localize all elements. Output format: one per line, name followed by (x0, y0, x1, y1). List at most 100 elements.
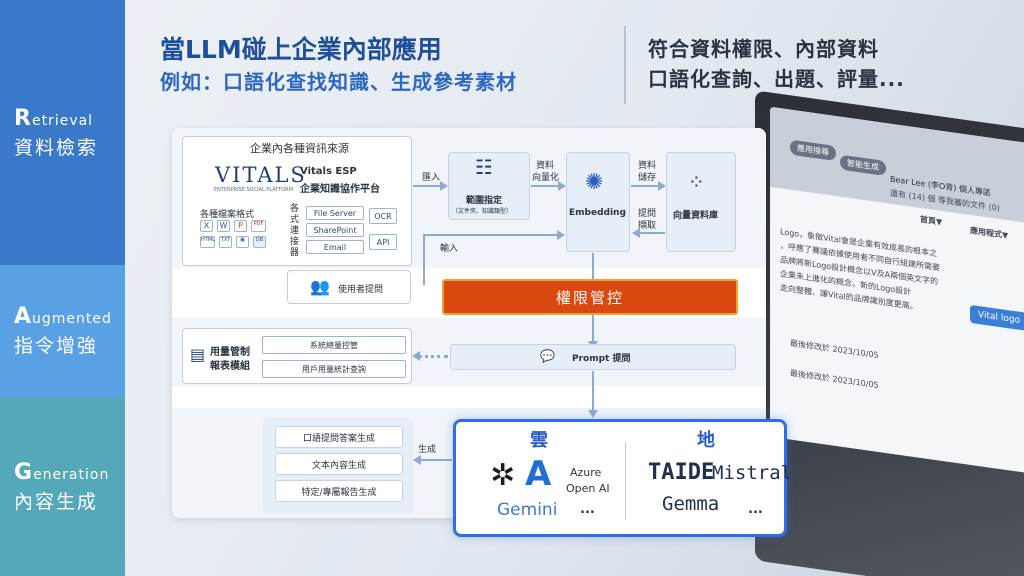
vector-db-label: 向量資料庫 (673, 211, 719, 221)
openai-logo-icon: ✲ (490, 458, 516, 493)
rag-generation: Generation 內容生成 (0, 397, 125, 576)
network-icon: ✺ (585, 170, 604, 195)
rag-sidebar: Retrieval 資料檢索 Augmented 指令增強 Generation… (0, 0, 125, 576)
arrow-store (631, 185, 659, 187)
rag-initial: A (14, 304, 33, 329)
arrow-head (632, 228, 640, 238)
connector-ocr: OCR (369, 208, 397, 224)
user-question-label: 使用者提問 (338, 285, 384, 295)
arrow-usage-dotted (418, 355, 448, 358)
arrow-query (640, 232, 665, 234)
rag-initial: R (14, 105, 32, 131)
arrow-input-vertical (423, 235, 425, 285)
connector-email: Email (306, 240, 364, 254)
azure-logo-icon: A (525, 454, 552, 494)
gen-item: 特定/專屬報告生成 (275, 480, 403, 502)
generate-label: 生成 (418, 445, 437, 455)
database-icon: DB (253, 236, 266, 248)
vitals-name: Vitals ESP (300, 166, 357, 177)
rag-initial: G (14, 459, 34, 485)
prompt-label: Prompt 提問 (572, 354, 631, 364)
vectorize-label: 資料 (536, 161, 555, 171)
gemini-logo: Gemini (497, 500, 558, 520)
scope-sub: （文件夾、知識類型） (452, 208, 513, 215)
image-icon: ▣ (236, 236, 249, 248)
arrow-head (558, 181, 566, 191)
connector-sharepoint: SharePoint (306, 223, 364, 237)
excel-icon: X (200, 220, 213, 232)
usage-title: 報表模組 (210, 361, 250, 372)
arrow-generate (420, 459, 452, 461)
rag-augmented: Augmented 指令增強 (0, 265, 125, 397)
header-note: 符合資料權限、內部資料 口語化查詢、出題、評量... (648, 34, 905, 94)
embedding-box (566, 152, 630, 252)
llm-divider (625, 442, 626, 520)
arrow-head (588, 410, 598, 418)
page-title: 當LLM碰上企業內部應用 (160, 35, 442, 64)
header-note-line: 符合資料權限、內部資料 (648, 37, 879, 61)
local-model: Mistral (712, 462, 793, 484)
vitals-name-zh: 企業知識協作平台 (300, 184, 380, 195)
usage-title: 用量管制 (210, 347, 250, 358)
rag-zh: 內容生成 (14, 490, 99, 513)
taide-logo: TAIDE (648, 460, 715, 485)
scatter-chart-icon: ⁘ (688, 170, 705, 194)
rag-rest: etrieval (31, 112, 94, 129)
vitals-tag: ENTERPRISE SOCIAL PLATFORM (214, 187, 293, 193)
local-model: Gemma (662, 493, 720, 515)
screen-date: 最後修改於 2023/10/05 (790, 368, 879, 391)
rag-rest: ugmented (32, 311, 112, 327)
arrow-vectorize (531, 185, 559, 187)
local-more: ... (748, 502, 763, 517)
scope-box (448, 152, 530, 220)
arrow-down-llm (592, 371, 594, 413)
vector-db-box (666, 152, 736, 252)
cloud-model: Open AI (566, 482, 610, 495)
file-formats-label: 各種檔案格式 (200, 210, 255, 220)
file-icons: X W P PDF HTML TXT ▣ DB (200, 220, 285, 262)
sources-title: 企業內各種資訊來源 (250, 142, 349, 155)
query-label: 提問 (638, 209, 657, 219)
screen-nav-apps[interactable]: 應用程式▼ (970, 225, 1009, 241)
permission-control: 權限管控 (442, 279, 738, 315)
cloud-more: ... (580, 502, 595, 517)
import-label: 匯入 (422, 173, 441, 183)
arrow-head (658, 181, 666, 191)
embedding-label: Embedding (569, 208, 626, 218)
word-icon: W (217, 220, 230, 232)
ppt-icon: P (234, 220, 247, 232)
connector-label: 各式連接器 (290, 204, 300, 258)
vectorize-label: 向量化 (532, 173, 560, 183)
prompt-box (450, 344, 736, 370)
local-title: 地 (697, 430, 715, 451)
arrow-head (412, 351, 420, 361)
llm-panel (453, 419, 787, 537)
chat-icon: 💬 (540, 349, 555, 363)
arrow-head (557, 230, 565, 240)
arrow-head (413, 455, 421, 465)
rag-retrieval: Retrieval 資料檢索 (0, 0, 125, 265)
cloud-model: Azure (570, 466, 602, 479)
chart-icon: ▤ (190, 345, 206, 364)
rag-rest: eneration (33, 466, 110, 483)
screen-badge[interactable]: Vital logo (970, 304, 1024, 332)
header-note-line: 口語化查詢、出題、評量... (648, 67, 905, 91)
input-label: 輸入 (440, 244, 459, 254)
screen-date: 最後修改於 2023/10/05 (790, 338, 879, 361)
scope-title: 範圍指定 (466, 196, 503, 206)
gen-item: 文本內容生成 (275, 453, 403, 475)
checklist-gear-icon: ☷ (475, 155, 493, 179)
connector-api: API (369, 234, 397, 250)
gen-item: 口語提問答案生成 (275, 426, 403, 448)
store-label: 資料 (638, 161, 657, 171)
rag-zh: 資料檢索 (14, 136, 99, 159)
query-label: 擷取 (638, 221, 657, 231)
cloud-title: 雲 (530, 430, 548, 451)
header-divider (624, 26, 626, 104)
usage-item: 系統總量控管 (262, 336, 406, 354)
arrow-import (413, 185, 441, 187)
usage-item: 用戶用量統計查詢 (262, 360, 406, 378)
screen-nav-home[interactable]: 首頁▼ (920, 214, 943, 227)
arrow-head (440, 181, 448, 191)
users-icon: 👥 (310, 277, 330, 296)
